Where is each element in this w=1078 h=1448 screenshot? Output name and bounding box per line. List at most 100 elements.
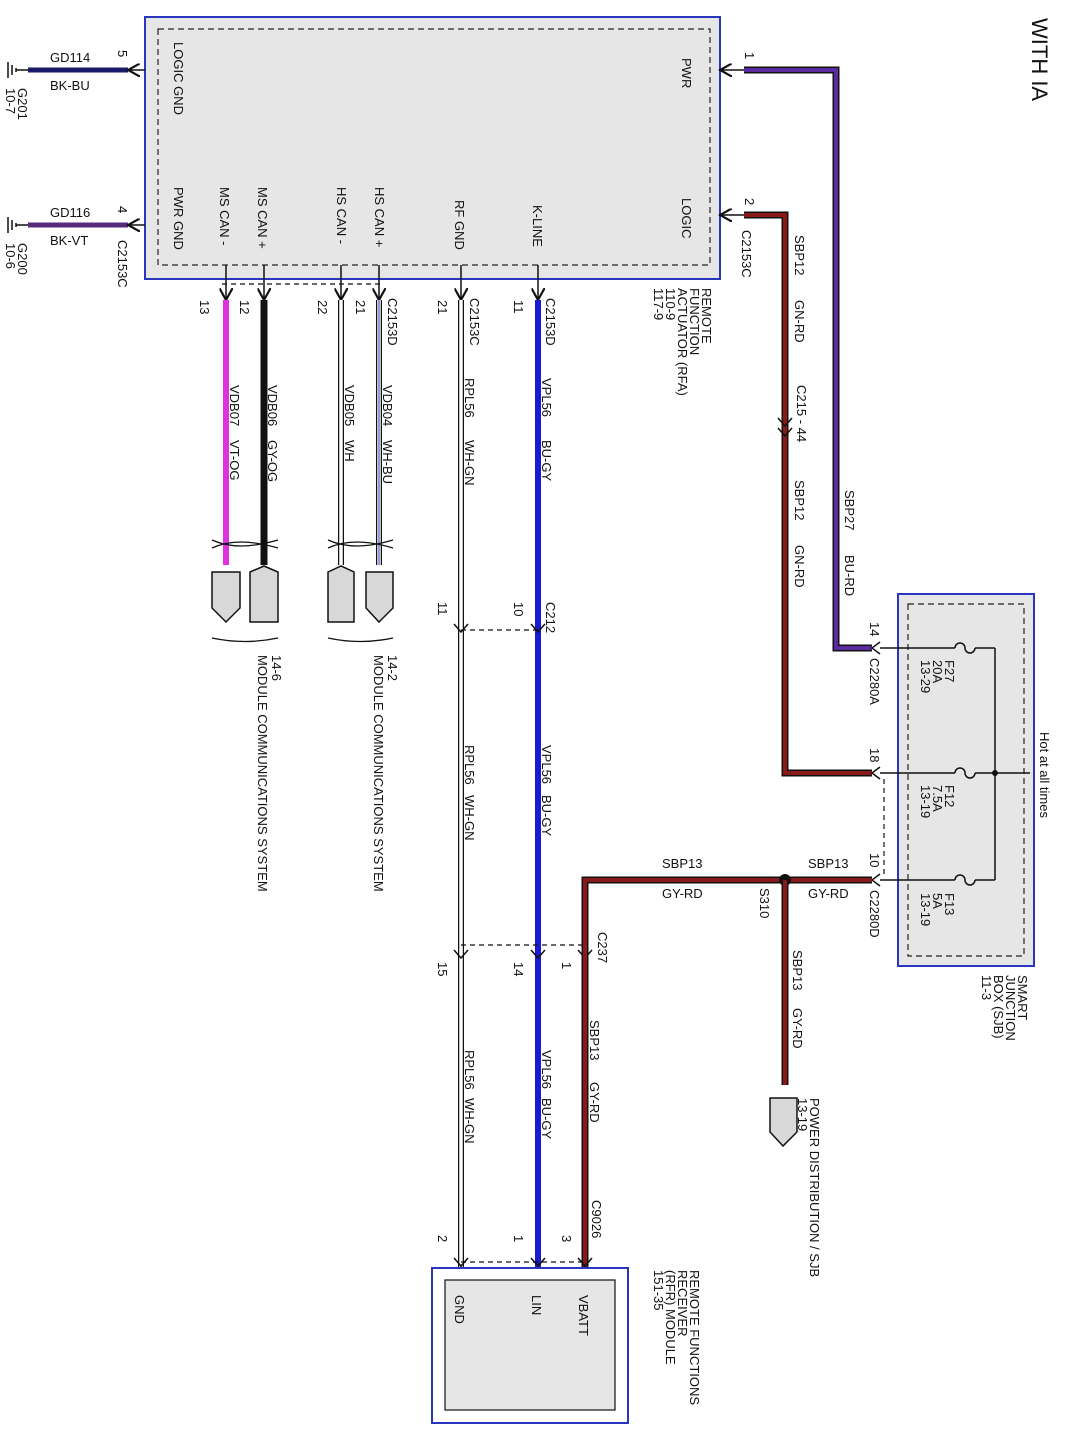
svg-text:1: 1 — [559, 962, 574, 969]
svg-text:BU-GY: BU-GY — [539, 795, 554, 837]
svg-text:FUNCTION: FUNCTION — [687, 288, 702, 355]
svg-text:RPL56: RPL56 — [462, 378, 477, 418]
wire-vdb06: 12 VDB06 GY-OG — [237, 265, 280, 565]
svg-text:MODULE COMMUNICATIONS SYSTEM: MODULE COMMUNICATIONS SYSTEM — [255, 655, 270, 892]
rfr-pin-lin: LIN — [529, 1295, 544, 1315]
svg-text:21: 21 — [435, 300, 450, 314]
wire-vpl56: 11 C2153D VPL56 BU-GY — [511, 265, 558, 1268]
svg-text:SMART: SMART — [1015, 975, 1030, 1020]
svg-text:RF GND: RF GND — [452, 200, 467, 250]
connector-c2153c-rf: C2153C — [467, 298, 482, 346]
svg-text:VDB07: VDB07 — [227, 385, 242, 426]
svg-text:15: 15 — [435, 962, 450, 976]
power-distribution-terminal-icon — [769, 1097, 798, 1148]
sjb-bus — [992, 648, 1030, 880]
svg-text:1: 1 — [511, 1235, 526, 1242]
svg-text:18: 18 — [867, 748, 882, 762]
fuse-f27: F27 20A 13-29 14 C2280A — [867, 622, 995, 705]
svg-text:REMOTE: REMOTE — [699, 288, 714, 344]
wire-vdb07: 13 VDB07 VT-OG — [197, 265, 242, 565]
svg-text:10: 10 — [511, 602, 526, 616]
svg-text:C2280D: C2280D — [867, 890, 882, 938]
svg-text:JUNCTION: JUNCTION — [1003, 975, 1018, 1041]
svg-text:PWR: PWR — [679, 58, 694, 88]
rfa-pin-hs-can-minus: HS CAN - — [334, 187, 349, 244]
sjb-module — [897, 593, 1035, 967]
gd114-pin: 5 — [115, 50, 130, 57]
svg-text:BU-GY: BU-GY — [539, 440, 554, 482]
svg-text:C215 - 44: C215 - 44 — [794, 385, 809, 442]
rfa-pin-pwr-gnd: PWR GND — [171, 187, 186, 250]
svg-text:F13: F13 — [942, 893, 957, 915]
rfa-box — [144, 16, 721, 280]
connector-c212: 11 10 C212 — [435, 602, 558, 634]
mid-wire-labels: RPL56 WH-GN VPL56 BU-GY — [462, 745, 554, 841]
svg-text:VPL56: VPL56 — [539, 745, 554, 784]
power-distribution-label: POWER DISTRIBUTION / SJB 13-19 — [795, 1098, 822, 1277]
svg-text:PWR GND: PWR GND — [171, 187, 186, 250]
svg-text:VPL56: VPL56 — [539, 1050, 554, 1089]
g200-label: G200 — [15, 243, 30, 275]
ground-wire-gd114: GD114 BK-BU 5 G201 10-7 — [3, 50, 145, 120]
connector-c215: C215 - 44 — [777, 385, 809, 442]
sjb-title: SMART JUNCTION BOX (SJB) 11-3 — [979, 975, 1030, 1041]
ground-symbol-icon — [7, 217, 28, 233]
svg-text:11: 11 — [511, 300, 526, 314]
g201-label: G201 — [15, 88, 30, 120]
svg-text:14-6: 14-6 — [269, 655, 284, 681]
svg-text:(RFR) MODULE: (RFR) MODULE — [663, 1270, 678, 1365]
svg-text:RPL56: RPL56 — [462, 745, 477, 785]
svg-text:2: 2 — [435, 1235, 450, 1242]
svg-text:11: 11 — [435, 602, 450, 616]
svg-text:GY-RD: GY-RD — [662, 886, 703, 901]
svg-text:12: 12 — [237, 300, 252, 314]
rfa-pin-ms-can-plus: MS CAN + — [255, 187, 270, 249]
svg-text:MODULE COMMUNICATIONS SYSTEM: MODULE COMMUNICATIONS SYSTEM — [371, 655, 386, 892]
svg-text:GY-OG: GY-OG — [265, 440, 280, 482]
svg-text:C212: C212 — [543, 602, 558, 633]
ground-symbol-icon — [7, 62, 28, 78]
svg-text:HS CAN -: HS CAN - — [334, 187, 349, 244]
svg-text:BOX (SJB): BOX (SJB) — [991, 975, 1006, 1039]
svg-text:POWER DISTRIBUTION / SJB: POWER DISTRIBUTION / SJB — [807, 1098, 822, 1277]
svg-text:WITH IA: WITH IA — [1027, 18, 1052, 101]
svg-text:5A: 5A — [930, 893, 945, 909]
svg-text:MS CAN +: MS CAN + — [255, 187, 270, 249]
rfa-pin-k-line: K-LINE — [530, 205, 545, 247]
svg-text:GY-RD: GY-RD — [808, 886, 849, 901]
rfa-pin-logic-gnd: LOGIC GND — [171, 42, 186, 115]
svg-text:VDB06: VDB06 — [265, 385, 280, 426]
svg-text:110-9: 110-9 — [663, 288, 678, 320]
rfa-module — [144, 16, 721, 280]
svg-text:11-3: 11-3 — [979, 975, 994, 1000]
svg-text:SBP13: SBP13 — [587, 1020, 602, 1060]
connector-c2153d-k: C2153D — [543, 298, 558, 346]
svg-text:14-2: 14-2 — [385, 655, 400, 681]
gd116-circuit: GD116 — [50, 205, 90, 220]
svg-text:13-29: 13-29 — [918, 660, 933, 693]
svg-text:K-LINE: K-LINE — [530, 205, 545, 247]
rfa-pin-rf-gnd: RF GND — [452, 200, 467, 250]
svg-text:117-9: 117-9 — [651, 288, 666, 320]
svg-text:GN-RD: GN-RD — [792, 300, 807, 343]
svg-text:14: 14 — [511, 962, 526, 976]
svg-text:3: 3 — [559, 1235, 574, 1242]
svg-text:20A: 20A — [930, 660, 945, 683]
svg-text:GY-RD: GY-RD — [790, 1008, 805, 1049]
mcs-label-14-6: MODULE COMMUNICATIONS SYSTEM 14-6 — [255, 655, 284, 892]
svg-text:MS CAN -: MS CAN - — [217, 187, 232, 246]
svg-text:GN-RD: GN-RD — [792, 545, 807, 588]
rfr-title: REMOTE FUNCTIONS RECEIVER (RFR) MODULE 1… — [651, 1270, 702, 1405]
rfa-title: REMOTE FUNCTION ACTUATOR (RFA) 110-9 117… — [651, 288, 714, 396]
svg-text:10: 10 — [867, 853, 882, 867]
svg-text:WH: WH — [342, 440, 357, 462]
svg-text:SBP13: SBP13 — [662, 856, 702, 871]
svg-text:WH-GN: WH-GN — [462, 795, 477, 841]
gd114-circuit: GD114 — [50, 50, 90, 65]
sjb-hot-label: Hot at all times — [1037, 732, 1052, 818]
wire-vdb05: 22 VDB05 WH — [315, 265, 357, 565]
svg-text:SBP12: SBP12 — [792, 480, 807, 520]
svg-text:LOGIC: LOGIC — [679, 198, 694, 238]
wire-sbp27: 1 SBP27 BU-RD — [720, 52, 872, 652]
